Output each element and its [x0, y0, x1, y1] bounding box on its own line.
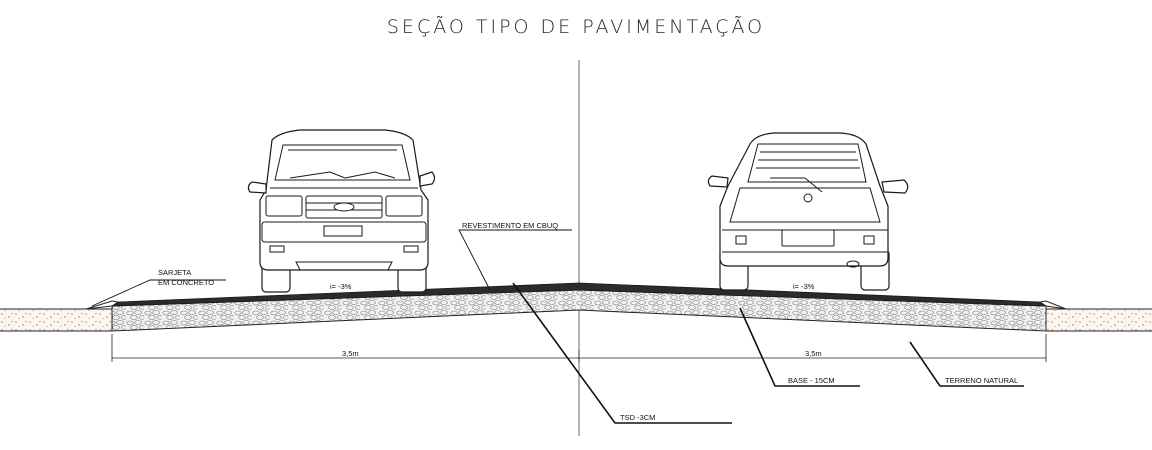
concrete-gutter-left: [85, 300, 120, 310]
width-label-right: 3,5m: [805, 349, 822, 358]
pickup-truck-front-icon: [247, 129, 436, 293]
slope-label-left: i= -3%: [330, 282, 352, 291]
leader-lines: [91, 229, 1024, 424]
drawing-title: SEÇÃO TIPO DE PAVIMENTAÇÃO: [386, 16, 766, 38]
width-label-left: 3,5m: [342, 349, 359, 358]
sarjeta-label-line2: EM CONCRETO: [158, 278, 214, 287]
base-label: BASE - 15CM: [788, 376, 835, 385]
revestimento-label: REVESTIMENTO EM CBUQ: [462, 221, 558, 230]
dimension-lines: [111, 334, 1047, 362]
concrete-gutter-right: [1038, 300, 1067, 310]
hatchback-car-rear-icon: [707, 132, 909, 291]
tsd-label: TSD -3CM: [620, 413, 655, 422]
slope-label-right: i= -3%: [793, 282, 815, 291]
sarjeta-label-line1: SARJETA: [158, 268, 191, 277]
terreno-natural-label: TERRENO NATURAL: [945, 376, 1018, 385]
